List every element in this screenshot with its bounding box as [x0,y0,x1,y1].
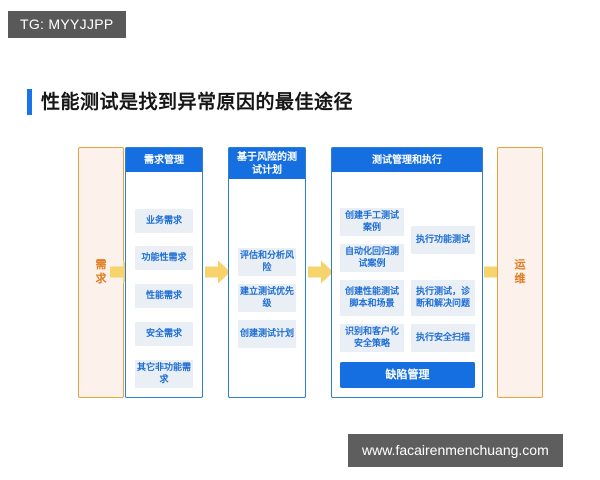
column-risk-based-test-plan: 基于风险的测试计划 评估和分析风险 建立测试优先级 创建测试计划 [228,147,306,398]
column-risk-based-test-plan-header: 基于风险的测试计划 [229,148,305,179]
column-requirement-management-body: 业务需求 功能性需求 性能需求 安全需求 其它非功能需求 [126,172,202,397]
column-test-management-execution-header: 测试管理和执行 [332,148,482,172]
column-test-management-execution-body: 创建手工测试案例 自动化回归测试案例 创建性能测试脚本和场景 识别和客户化安全策… [332,172,482,397]
item-execute-security-scan: 执行安全扫描 [411,324,475,352]
item-performance-requirement: 性能需求 [135,284,193,308]
column-risk-based-test-plan-body: 评估和分析风险 建立测试优先级 创建测试计划 [229,179,305,397]
item-identify-customize-security-policy: 识别和客户化安全策略 [340,324,404,352]
item-assess-analyze-risk: 评估和分析风险 [238,248,296,276]
item-create-performance-test-script-scenario: 创建性能测试脚本和场景 [340,280,404,316]
stage-requirements-label: 需求 [95,258,107,285]
arrow-reqmgmt-to-testplan [205,260,231,284]
item-create-manual-test-case: 创建手工测试案例 [340,208,404,236]
item-security-requirement: 安全需求 [135,322,193,346]
item-execute-diagnose-resolve: 执行测试，诊断和解决问题 [411,280,475,316]
stage-operations-label: 运维 [514,258,526,285]
item-business-requirement: 业务需求 [135,209,193,233]
arrow-testplan-to-testexec [308,260,334,284]
item-functional-requirement: 功能性需求 [135,246,193,270]
page-title: 性能测试是找到异常原因的最佳途径 [27,88,353,116]
item-execute-functional-test: 执行功能测试 [411,226,475,254]
item-establish-test-priority: 建立测试优先级 [238,284,296,312]
column-requirement-management: 需求管理 业务需求 功能性需求 性能需求 安全需求 其它非功能需求 [125,147,203,398]
item-create-test-plan: 创建测试计划 [238,320,296,348]
item-other-nonfunctional-requirement: 其它非功能需求 [135,360,193,388]
title-accent-bar [27,89,32,115]
column-requirement-management-header: 需求管理 [126,148,202,172]
item-defect-management: 缺陷管理 [340,362,475,388]
title-text: 性能测试是找到异常原因的最佳途径 [41,91,354,113]
top-watermark-badge: TG: MYYJJPP [8,11,126,38]
column-test-management-execution: 测试管理和执行 创建手工测试案例 自动化回归测试案例 创建性能测试脚本和场景 识… [331,147,483,398]
bottom-watermark-badge: www.facairenmenchuang.com [348,434,563,467]
stage-operations: 运维 [497,147,543,398]
item-automated-regression-test-case: 自动化回归测试案例 [340,244,404,272]
